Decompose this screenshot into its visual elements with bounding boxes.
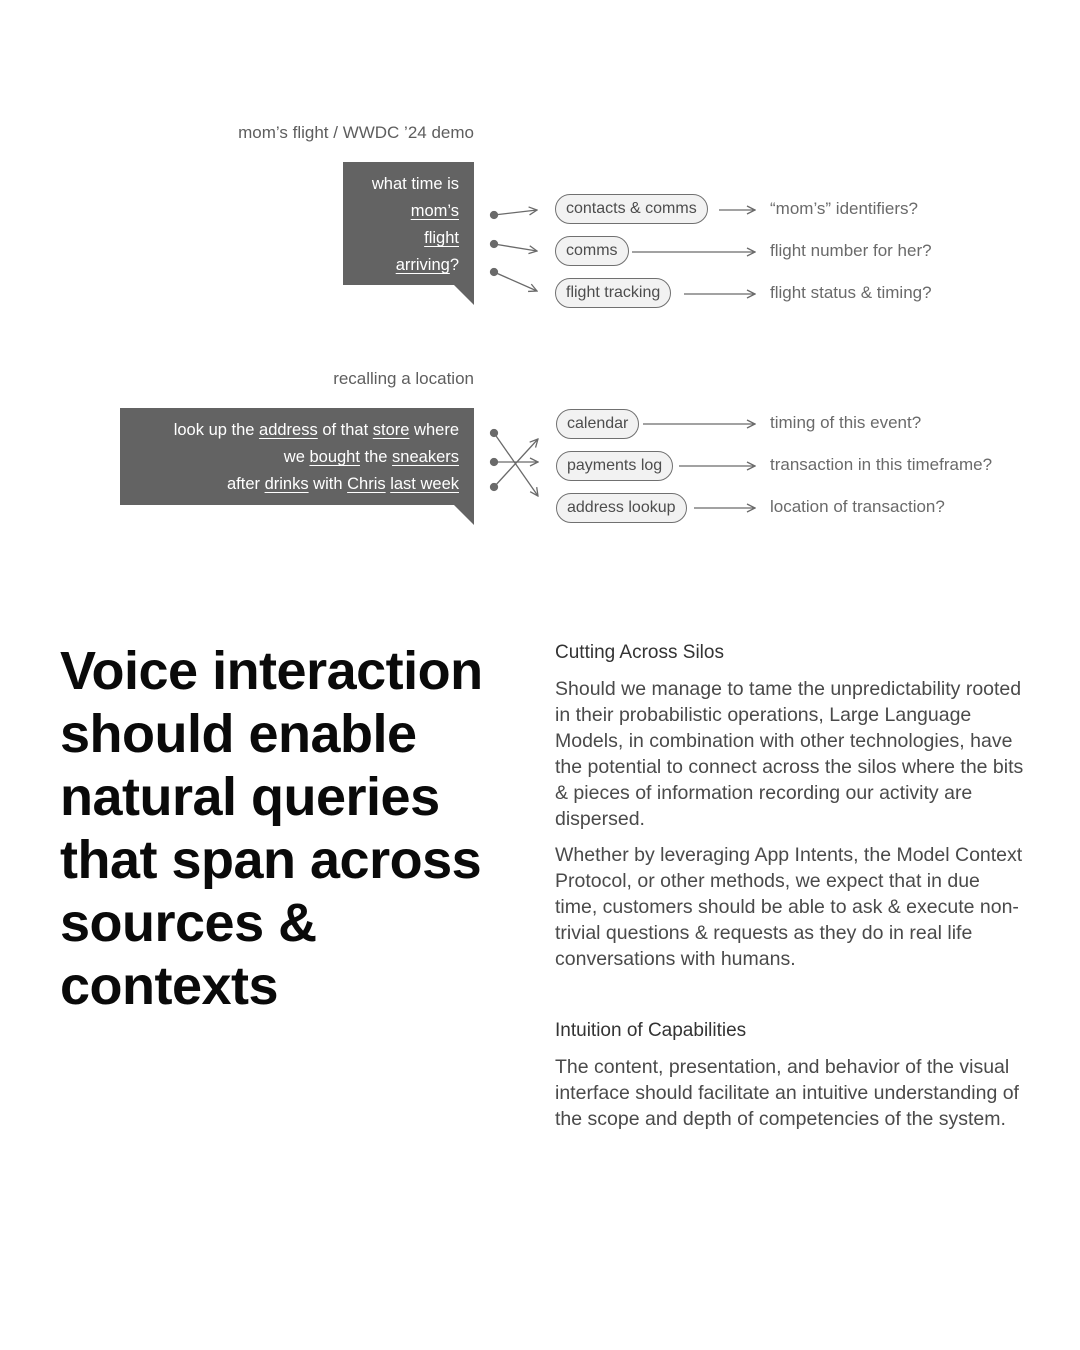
question-event-timing: timing of this event?: [770, 413, 922, 432]
bubble-keyword: Chris: [347, 475, 386, 493]
connector-arrow: [493, 271, 537, 291]
bubble-text: what time is: [371, 175, 459, 193]
bubble-line: mom’s: [358, 198, 459, 225]
bubble-keyword: sneakers: [392, 448, 459, 466]
question-location: location of transaction?: [770, 497, 945, 516]
source-pill-address-lookup: address lookup: [556, 493, 687, 523]
source-pill-comms: comms: [555, 236, 629, 266]
section-cutting-across-silos: Cutting Across Silos Should we manage to…: [555, 642, 1025, 982]
bubble-text: where: [409, 421, 459, 439]
connector-arrow: [493, 439, 538, 488]
section-heading: Intuition of Capabilities: [555, 1020, 747, 1041]
bubble-keyword: bought: [309, 448, 360, 466]
section-heading: Cutting Across Silos: [555, 642, 724, 663]
section-paragraph: Whether by leveraging App Intents, the M…: [555, 844, 1023, 970]
source-pill-flight-tracking: flight tracking: [555, 278, 672, 308]
section-paragraph: The content, presentation, and behavior …: [555, 1056, 1019, 1130]
bubble-keyword: last week: [390, 475, 459, 493]
bubble-keyword: arriving: [395, 256, 450, 274]
bubble-keyword: drinks: [264, 475, 309, 493]
source-pill-calendar: calendar: [556, 409, 640, 439]
bubble-text: after: [226, 475, 265, 493]
source-pill-contacts-comms: contacts & comms: [555, 194, 708, 224]
headline: Voice interaction should enable natural …: [60, 641, 483, 1016]
bubble-text: ?: [449, 256, 459, 274]
diagram-title-recalling-location: recalling a location: [333, 369, 474, 388]
connector-arrow: [493, 210, 537, 216]
bubble-keyword: store: [372, 421, 410, 439]
section-paragraph: Should we manage to tame the unpredictab…: [555, 678, 1024, 830]
bubble-keyword: mom’s: [410, 202, 459, 220]
diagram-title-moms-flight: mom’s flight / WWDC ’24 demo: [238, 123, 474, 142]
bubble-text: we: [283, 448, 310, 466]
connector-lines: [489, 0, 1080, 600]
bubble-line: flight: [358, 225, 459, 252]
bubble-text: look up the: [173, 421, 260, 439]
bubble-text: with: [308, 475, 348, 493]
bubble-text: of that: [317, 421, 373, 439]
bubble-line: look up the address of that store where: [135, 417, 459, 444]
bubble-line: we bought the sneakers: [135, 444, 459, 471]
connector-arrow: [493, 243, 537, 251]
query-bubble-moms-flight: what time is mom’s flight arriving?: [343, 162, 474, 305]
source-pill-payments-log: payments log: [556, 451, 674, 481]
question-transaction: transaction in this timeframe?: [770, 455, 993, 474]
question-flight-number: flight number for her?: [770, 241, 932, 260]
question-flight-status: flight status & timing?: [770, 283, 932, 302]
question-moms-identifiers: “mom’s” identifiers?: [770, 199, 919, 218]
bubble-keyword: address: [259, 421, 318, 439]
bubble-line: what time is: [358, 171, 459, 198]
bubble-text: the: [359, 448, 393, 466]
bubble-line: after drinks with Chris last week: [135, 471, 459, 498]
section-intuition-of-capabilities: Intuition of Capabilities The content, p…: [555, 1020, 1025, 1142]
bubble-keyword: flight: [424, 229, 459, 247]
bubble-line: arriving?: [358, 252, 459, 279]
connector-arrow: [493, 432, 538, 496]
